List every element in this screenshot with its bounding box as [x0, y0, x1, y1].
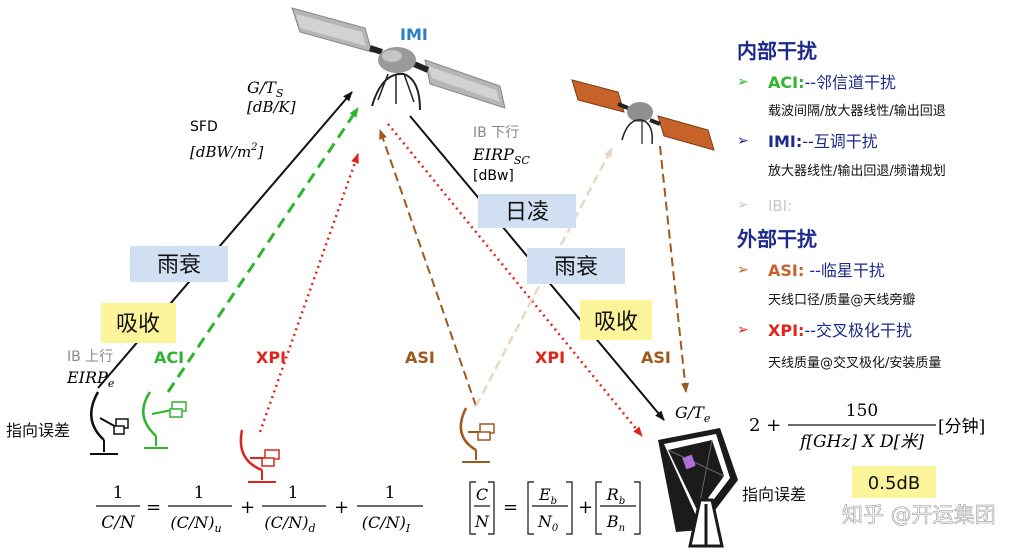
uplink-arrow	[97, 91, 353, 389]
xpi-bullet-icon: ➢	[737, 322, 749, 338]
ebn0-formula	[469, 481, 641, 535]
legend-aci: ACI:--邻信道干扰	[768, 73, 896, 92]
legend-imi-detail: 放大器线性/输出回退/频谱规划	[768, 163, 946, 179]
asi-right-label: ASI	[641, 348, 671, 367]
cn-plus-1: +	[240, 497, 255, 518]
eb-term2-num: Rb	[606, 485, 625, 507]
cn-lhs-num: 1	[113, 483, 124, 503]
beamwidth-denominator: f[GHz] X D[米]	[798, 432, 924, 452]
cn-lhs-den: C/N	[101, 513, 136, 533]
ibi-bullet-icon: ➢	[737, 197, 749, 213]
eb-lhs-den: N	[474, 512, 490, 531]
brown-dish-antenna-icon	[459, 407, 495, 463]
large-dish-antenna-icon	[658, 428, 738, 548]
cn-term-i-den: (C/N)I	[362, 513, 411, 535]
pointing-value-box	[852, 466, 936, 498]
aci-arrow	[166, 107, 360, 393]
sun-outage-label: 日凌	[505, 200, 549, 225]
legend-ibi: IBI:	[768, 197, 792, 215]
cn-term-i-num: 1	[385, 483, 396, 503]
imi-label: IMI	[400, 25, 428, 44]
pointing-value: 0.5dB	[868, 473, 920, 494]
beamwidth-unit: [分钟]	[938, 417, 985, 437]
eirp-e-label: EIRPe	[66, 368, 115, 390]
eb-eq: =	[503, 497, 518, 518]
aci-label: ACI	[154, 348, 184, 367]
cn-term-d-num: 1	[288, 483, 299, 503]
beamwidth-numerator: 150	[846, 401, 878, 421]
cn-plus-2: +	[334, 497, 349, 518]
sfd-unit: [dBW/m2]	[190, 142, 264, 161]
green-dish-antenna-icon	[142, 391, 187, 449]
main-satellite-icon	[291, 7, 506, 111]
asi-bullet-icon: ➢	[737, 262, 749, 278]
red-dish-antenna-icon	[239, 429, 280, 483]
eb-plus: +	[578, 497, 593, 518]
absorption-left-label: 吸收	[116, 312, 160, 337]
gt-label: G/TS	[247, 78, 284, 100]
external-interference-title: 外部干扰	[737, 227, 817, 251]
rain-fade-right-label: 雨衰	[554, 255, 598, 280]
beamwidth-formula: 2 + 150 f[GHz] X D[米] [分钟]	[749, 401, 985, 452]
eirp-sc-label: EIRPSC	[472, 145, 530, 167]
xpi-left-label: XPI	[256, 348, 286, 367]
eb-lhs-num: C	[476, 485, 488, 504]
legend-xpi-detail: 天线质量@交叉极化/安装质量	[768, 355, 941, 371]
eirp-sc-unit: [dBw]	[473, 168, 514, 184]
black-dish-antenna-icon	[90, 391, 129, 455]
interference-legend: 内部干扰 ➢ ACI:--邻信道干扰 载波间隔/放大器线性/输出回退 ➢ IMI…	[737, 39, 946, 371]
absorption-left-box	[101, 303, 176, 343]
pointing-error-left-label: 指向误差	[6, 421, 70, 440]
rain-fade-right-box	[527, 248, 625, 284]
rain-fade-left-box	[130, 246, 228, 282]
xpi-right-label: XPI	[535, 348, 565, 367]
legend-aci-detail: 载波间隔/放大器线性/输出回退	[768, 103, 946, 119]
xpi-downlink-arrow	[387, 123, 643, 437]
eb-term2-den: Bn	[606, 512, 625, 534]
ib-uplink-label: IB 上行	[67, 349, 113, 365]
eb-term1-num: Eb	[538, 485, 557, 507]
absorption-right-label: 吸收	[594, 310, 638, 335]
gt-unit: [dB/K]	[247, 98, 296, 116]
legend-xpi: XPI:--交叉极化干扰	[768, 321, 912, 340]
cn-formula: 1 C/N = 1 (C/N)u + 1 (C/N)d + 1 (C/N)I	[96, 483, 423, 535]
legend-asi-detail: 天线口径/质量@天线旁瓣	[768, 292, 915, 308]
cn-term-d-den: (C/N)d	[264, 513, 315, 535]
aci-bullet-icon: ➢	[737, 74, 749, 90]
cn-eq: =	[146, 497, 161, 518]
pointing-error-right-label: 指向误差	[742, 485, 806, 504]
watermark: 知乎 @开运集团	[842, 503, 996, 527]
absorption-right-box	[580, 300, 652, 340]
xpi-uplink-arrow	[258, 153, 360, 433]
gte-label: G/Te	[675, 403, 711, 425]
adjacent-satellite-icon	[571, 79, 715, 151]
legend-asi: ASI: --临星干扰	[768, 261, 885, 280]
internal-interference-title: 内部干扰	[737, 39, 817, 63]
ib-downlink-label: IB 下行	[473, 125, 519, 141]
asi-left-label: ASI	[405, 348, 435, 367]
cn-term-u-den: (C/N)u	[170, 513, 221, 535]
sun-outage-box	[478, 194, 576, 228]
eb-term1-den: N0	[537, 512, 559, 534]
legend-imi: IMI:--互调干扰	[768, 132, 878, 151]
imi-bullet-icon: ➢	[737, 133, 749, 149]
sfd-label: SFD	[190, 119, 218, 135]
beamwidth-lead: 2 +	[749, 415, 781, 436]
rain-fade-left-label: 雨衰	[157, 253, 201, 278]
asi-left-arrow	[379, 129, 477, 407]
cn-term-u-num: 1	[194, 483, 205, 503]
